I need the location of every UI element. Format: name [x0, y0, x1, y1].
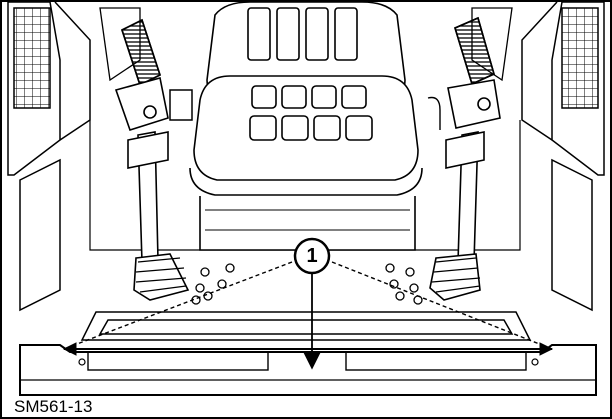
floor-plate [80, 311, 532, 341]
right-cage-window [521, 1, 605, 312]
right-control-lever [429, 16, 501, 301]
callout-leaders [62, 261, 554, 370]
left-control-lever [114, 18, 190, 301]
figure-code-label: SM561-13 [14, 397, 93, 416]
front-cover [19, 344, 597, 396]
switch-box [169, 89, 193, 121]
callout-circle [293, 237, 331, 275]
floor-bolts [191, 263, 423, 305]
callout-number: 1 [306, 245, 318, 267]
seat [189, 1, 423, 251]
left-cage-window [7, 1, 91, 312]
